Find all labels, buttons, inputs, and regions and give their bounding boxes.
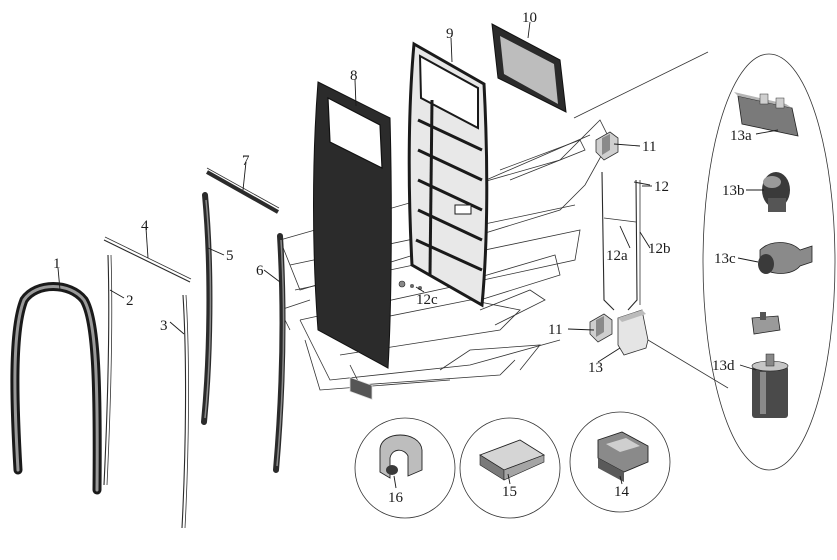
part-8-door-panel xyxy=(313,81,392,400)
callout-circle-16 xyxy=(354,417,456,519)
part-11-bracket-bottom xyxy=(589,313,613,343)
label-11-top: 11 xyxy=(642,139,656,155)
label-12a: 12a xyxy=(606,248,628,264)
leader-lines xyxy=(57,21,779,489)
part-13-housing xyxy=(617,309,649,356)
part-13d-bracket xyxy=(751,312,781,335)
part-9-door-frame xyxy=(407,41,489,308)
label-7: 7 xyxy=(242,153,250,169)
part-13d-motor xyxy=(751,353,789,418)
part-12c-fittings xyxy=(398,280,422,290)
part-6-seal xyxy=(273,233,286,473)
part-13c-clamp xyxy=(758,242,813,274)
part-labels: 1 2 3 4 5 6 7 8 9 10 11 12 12a 12b 12c 1… xyxy=(53,10,752,506)
label-13a: 13a xyxy=(730,128,752,144)
label-14: 14 xyxy=(614,484,630,500)
part-10-window xyxy=(491,23,567,113)
label-13: 13 xyxy=(588,360,603,376)
label-6: 6 xyxy=(256,263,264,279)
label-13b: 13b xyxy=(722,183,745,199)
callout-ellipse-13 xyxy=(573,51,836,471)
label-2: 2 xyxy=(126,293,134,309)
label-12: 12 xyxy=(654,179,669,195)
callout-circle-15 xyxy=(459,417,561,519)
part-13a-plate xyxy=(734,92,799,137)
label-4: 4 xyxy=(141,218,149,234)
label-12c: 12c xyxy=(416,292,438,308)
part-5-seal xyxy=(201,192,213,425)
part-11-bracket-top xyxy=(595,131,619,161)
part-1-door-seal xyxy=(10,282,102,495)
part-13b-knob xyxy=(762,172,790,212)
label-8: 8 xyxy=(350,68,358,84)
label-3: 3 xyxy=(160,318,168,334)
part-2-strip xyxy=(103,254,113,486)
label-9: 9 xyxy=(446,26,454,42)
label-11-bottom: 11 xyxy=(548,322,562,338)
label-12b: 12b xyxy=(648,241,671,257)
callout-circle-14 xyxy=(569,411,671,513)
label-16: 16 xyxy=(388,490,404,506)
label-5: 5 xyxy=(226,248,234,264)
label-1: 1 xyxy=(53,256,61,272)
label-13d: 13d xyxy=(712,358,735,374)
part-12-rods xyxy=(601,171,651,311)
label-10: 10 xyxy=(522,10,537,26)
label-13c: 13c xyxy=(714,251,736,267)
part-3-strip xyxy=(181,294,189,529)
label-15: 15 xyxy=(502,484,517,500)
